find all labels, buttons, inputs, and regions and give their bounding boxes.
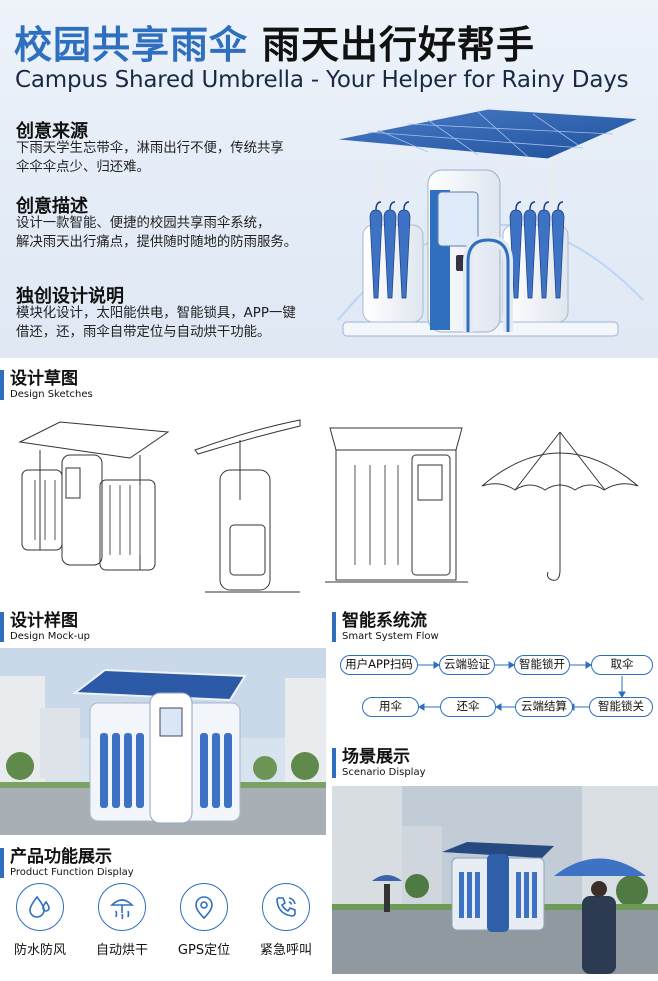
intro-heading-source: 创意来源 (16, 121, 88, 142)
function-label: 自动烘干 (95, 943, 148, 958)
title-blue: 校园共享雨伞 (14, 23, 249, 67)
flow-step: 取伞 (591, 655, 653, 675)
intro-heading-description: 创意描述 (16, 196, 88, 217)
intro-heading-design: 独创设计说明 (16, 286, 124, 307)
section-header-sketches: 设计草图 Design Sketches (0, 370, 93, 401)
section-header-functions: 产品功能展示 Product Function Display (0, 848, 134, 879)
section-title-cn: 场景展示 (342, 747, 410, 767)
function-drying: 自动烘干 (82, 883, 162, 958)
section-title-cn: 产品功能展示 (10, 847, 112, 867)
section-title-en: Scenario Display (342, 767, 426, 778)
hero-banner: 校园共享雨伞雨天出行好帮手 Campus Shared Umbrella - Y… (0, 0, 658, 358)
section-header-mockup: 设计样图 Design Mock-up (0, 612, 90, 643)
hero-kiosk-render (327, 106, 644, 337)
function-emergency: 紧急呼叫 (246, 883, 326, 958)
flow-step: 云端结算 (515, 697, 573, 717)
sketch-side (194, 419, 301, 593)
section-title-en: Design Mock-up (10, 631, 91, 642)
intro-text-design: 模块化设计，太阳能供电，智能锁具，APP一键 借还，还，雨伞自带定位与自动烘干功… (16, 304, 336, 342)
intro-line: 解决雨天出行痛点，提供随时随地的防雨服务。 (16, 235, 298, 250)
design-sketches (18, 419, 639, 593)
page-subtitle: Campus Shared Umbrella - Your Helper for… (15, 67, 629, 93)
section-bar (332, 612, 336, 642)
intro-line: 下雨天学生忘带伞，淋雨出行不便，传统共享 (16, 141, 284, 156)
function-gps: GPS定位 (164, 883, 244, 958)
page-title: 校园共享雨伞雨天出行好帮手 (14, 14, 535, 69)
water-drops-icon (16, 883, 64, 931)
function-label: 紧急呼叫 (259, 943, 312, 958)
product-functions: 防水防风 自动烘干 GPS定位 紧急呼叫 (0, 883, 326, 973)
section-bar (0, 370, 4, 400)
function-waterproof: 防水防风 (0, 883, 80, 958)
flow-step: 智能锁关 (589, 697, 653, 717)
intro-line: 模块化设计，太阳能供电，智能锁具，APP一键 (16, 306, 296, 321)
section-header-flow: 智能系统流 Smart System Flow (332, 612, 439, 643)
section-title-en: Design Sketches (10, 389, 93, 400)
system-flow: 用户APP扫码 云端验证 智能锁开 取伞 用伞 还伞 云端结算 智能锁关 (334, 648, 658, 728)
section-title-en: Product Function Display (10, 867, 134, 878)
intro-line: 借还，还，雨伞自带定位与自动烘干功能。 (16, 325, 271, 340)
phone-call-icon (262, 883, 310, 931)
section-title-en: Smart System Flow (342, 631, 439, 642)
section-title-cn: 设计样图 (10, 611, 78, 631)
section-header-scenario: 场景展示 Scenario Display (332, 748, 426, 779)
section-bar (0, 848, 4, 878)
intro-line: 设计一款智能、便捷的校园共享雨伞系统， (16, 216, 271, 231)
section-bar (0, 612, 4, 642)
mockup-render (0, 648, 326, 835)
sketch-perspective (18, 421, 170, 571)
scenario-render (332, 786, 658, 974)
section-title-cn: 设计草图 (10, 369, 78, 389)
sketch-front (325, 427, 468, 583)
umbrella-dry-icon (98, 883, 146, 931)
title-dark: 雨天出行好帮手 (262, 23, 536, 67)
flow-step: 用伞 (362, 697, 419, 717)
flow-step: 用户APP扫码 (340, 655, 418, 675)
section-title-cn: 智能系统流 (342, 611, 427, 631)
intro-text-description: 设计一款智能、便捷的校园共享雨伞系统， 解决雨天出行痛点，提供随时随地的防雨服务… (16, 214, 336, 252)
function-label: 防水防风 (13, 943, 66, 958)
function-label: GPS定位 (177, 943, 231, 958)
flow-step: 智能锁开 (514, 655, 570, 675)
section-bar (332, 748, 336, 778)
sketch-umbrella (481, 431, 639, 581)
intro-text-source: 下雨天学生忘带伞，淋雨出行不便，传统共享 伞伞伞点少、归还难。 (16, 139, 336, 177)
location-pin-icon (180, 883, 228, 931)
flow-step: 还伞 (440, 697, 496, 717)
intro-line: 伞伞伞点少、归还难。 (16, 160, 150, 175)
flow-step: 云端验证 (439, 655, 495, 675)
